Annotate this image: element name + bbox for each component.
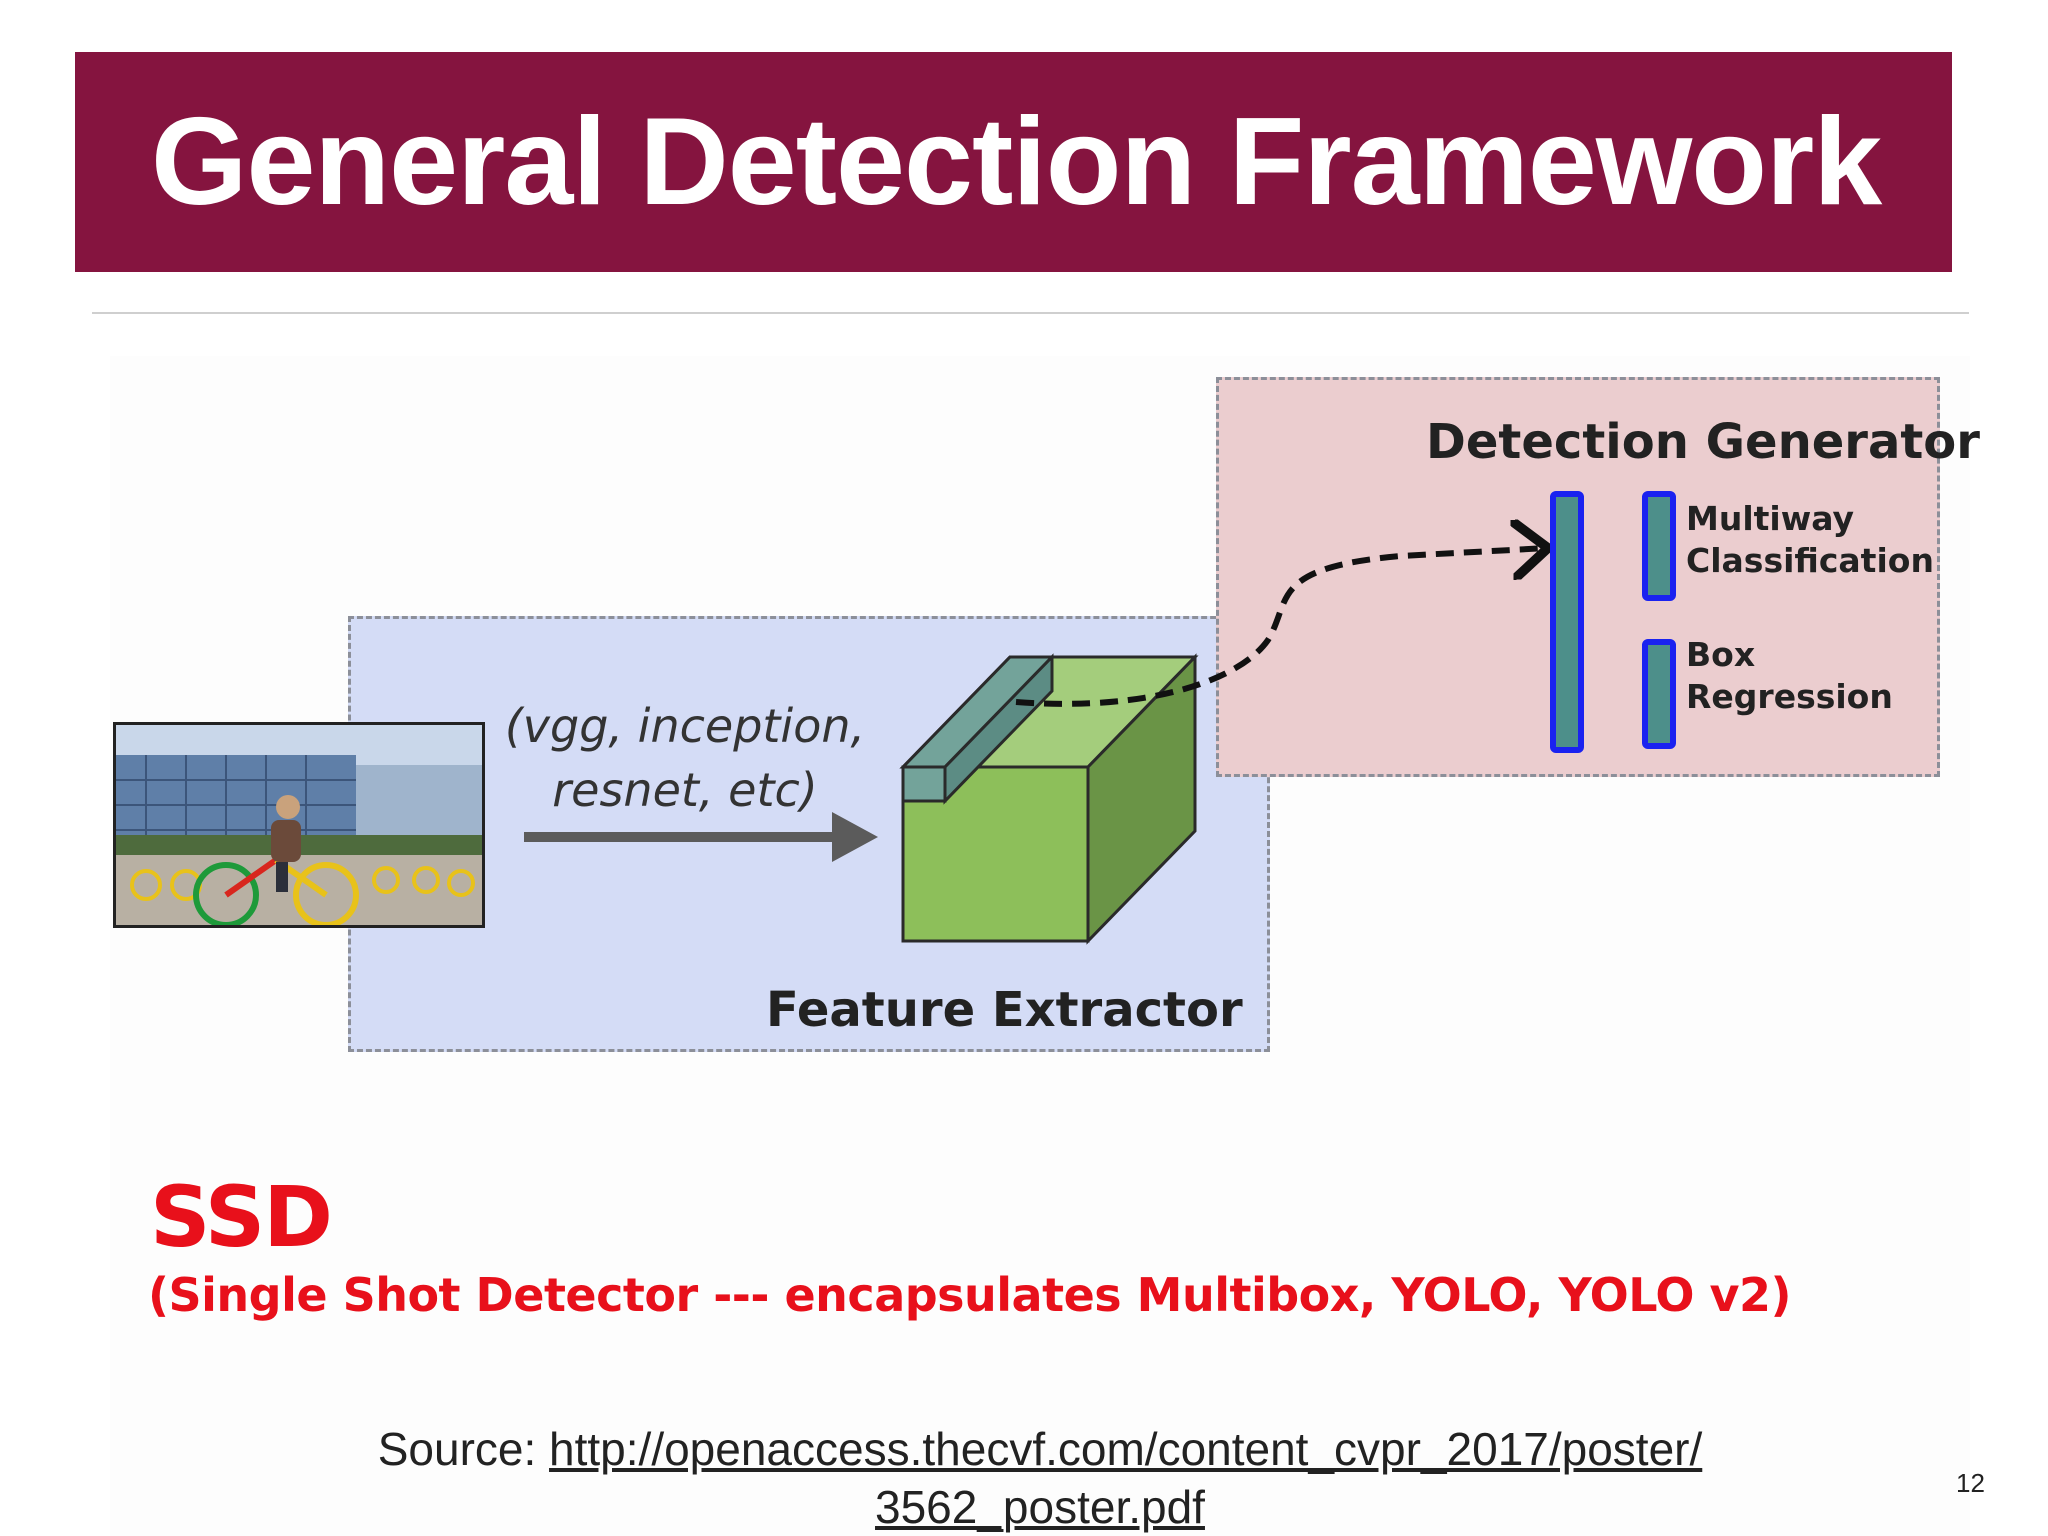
classification-head-bar (1642, 491, 1676, 601)
feature-cube (899, 653, 1199, 945)
box-regression-label: Box Regression (1686, 634, 1893, 718)
box-regression-line2: Regression (1686, 677, 1893, 716)
regression-head-bar (1642, 639, 1676, 749)
backbone-arrow-head (832, 812, 878, 862)
source-citation: Source: http://openaccess.thecvf.com/con… (300, 1420, 1780, 1536)
backbone-label: (vgg, inception, resnet, etc) (500, 694, 870, 822)
title-divider (92, 312, 1969, 314)
page-number: 12 (1956, 1468, 1985, 1498)
source-prefix: Source: (377, 1423, 550, 1475)
source-link-line1[interactable]: http://openaccess.thecvf.com/content_cvp… (549, 1423, 1703, 1475)
input-image-illustration (116, 725, 482, 925)
backbone-label-line2: resnet, etc) (552, 763, 818, 817)
source-link-line2[interactable]: 3562_poster.pdf (875, 1481, 1205, 1533)
ssd-title: SSD (150, 1168, 333, 1266)
title-bar: General Detection Framework (75, 52, 1952, 272)
box-regression-line1: Box (1686, 635, 1756, 674)
feature-to-head-dashed-arrow (1015, 548, 1548, 707)
backbone-label-line1: (vgg, inception, (504, 699, 866, 753)
detection-feature-bar (1550, 491, 1584, 753)
feature-extractor-label: Feature Extractor (766, 982, 1243, 1038)
input-image (113, 722, 485, 928)
ssd-subtitle: (Single Shot Detector --- encapsulates M… (148, 1268, 1792, 1322)
multiway-classification-label: Multiway Classification (1686, 498, 1934, 582)
slide-title: General Detection Framework (151, 93, 1882, 231)
detection-generator-label: Detection Generator (1426, 414, 1980, 470)
multiway-classification-line2: Classification (1686, 541, 1934, 580)
feature-cell-front (901, 765, 947, 803)
multiway-classification-line1: Multiway (1686, 499, 1854, 538)
